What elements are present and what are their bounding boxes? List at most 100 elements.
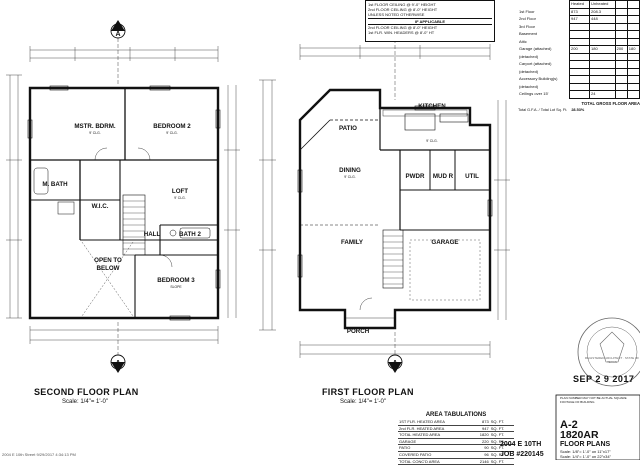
svg-text:A: A — [115, 360, 120, 367]
summary-cell: (detached) — [519, 53, 539, 59]
summary-cell — [569, 75, 591, 84]
summary-cell: 24 — [589, 90, 616, 99]
area-cell: SQ. FT. — [489, 431, 514, 439]
ceiling-note-3: 1st FLR. WIN. HEADERS @ 8'-0" HT — [368, 30, 435, 36]
room-dining: DINING — [339, 167, 361, 174]
ceiling-note-2b: 2nd FLOOR CEILING @ 8'-0" HEIGHT — [368, 24, 438, 30]
summary-cell — [626, 30, 640, 39]
ceiling-note-1: 1st FLOOR CEILING @ 9'-0" HEIGHT — [368, 2, 436, 7]
room-kitchen-ceiling: 9' CLG. — [426, 139, 437, 143]
first-floor-plan-title: FIRST FLOOR PLAN — [322, 387, 414, 397]
room-master-bedroom: MSTR. BDRM. — [74, 123, 116, 130]
first-floor-plan: PATIO KITCHEN 9' CLG. DINING 9' CLG. PWD… — [297, 15, 493, 405]
area-cell: 96 — [472, 451, 490, 459]
summary-header-cell — [518, 1, 570, 9]
area-cell: 1ST FLR. HEATED AREA — [398, 419, 473, 426]
second-floor-plan-scale: Scale: 1/4"= 1'-0" — [62, 399, 108, 405]
summary-row: (detached) — [518, 52, 640, 61]
room-bedroom-2: BEDROOM 2 — [153, 123, 191, 130]
summary-header-cell: Heated — [569, 0, 591, 9]
summary-cell — [614, 30, 628, 39]
summary-cell: (detached) — [519, 83, 539, 89]
summary-cell — [589, 82, 616, 91]
summary-cell — [569, 67, 591, 76]
room-utility: UTIL — [465, 173, 479, 180]
summary-cell: (detached) — [519, 68, 539, 74]
sheet-name: FLOOR PLANS — [560, 441, 611, 448]
plan-note: PLAN NUMBER MAY NOT BE ACTUAL SQUARE FOO… — [560, 396, 627, 404]
room-loft: LOFT — [172, 188, 188, 195]
print-footer: 2004 E 10th Street 9/29/2017 4:34:13 PM — [2, 452, 76, 457]
summary-cell — [589, 75, 616, 84]
area-cell: COVERED PATIO — [398, 451, 473, 459]
summary-cell — [589, 37, 616, 46]
section-marker-icon: A — [110, 322, 126, 373]
summary-row: Attic — [518, 37, 640, 46]
summary-cell — [614, 67, 628, 76]
seal-text: REGISTERED ARCHITECT · STATE OF TEXAS — [584, 356, 640, 364]
room-bedroom-3: BEDROOM 3 — [157, 277, 195, 284]
summary-cell — [614, 22, 628, 31]
summary-cell: Ceilings over 15' — [519, 91, 549, 96]
summary-cell: Accessory Building(s) — [519, 76, 558, 81]
room-open-below: BELOW — [96, 265, 119, 272]
job-address: 2004 E 10TH — [500, 441, 542, 448]
summary-cell: 448 — [589, 15, 616, 24]
summary-cell — [626, 60, 640, 69]
room-bath-2: BATH 2 — [179, 231, 201, 238]
summary-cell — [589, 30, 616, 39]
summary-cell — [614, 90, 628, 99]
area-cell: GARAGE — [398, 438, 473, 446]
summary-row: 3rd Floor — [518, 22, 640, 31]
summary-cell — [569, 82, 591, 91]
area-cell: SQ. FT. — [489, 419, 514, 426]
architect-seal-icon — [577, 317, 640, 387]
area-cell: 873 — [472, 419, 490, 426]
total-gross-floor-area-label: TOTAL GROSS FLOOR AREA — [581, 100, 640, 106]
summary-cell — [626, 67, 640, 76]
summary-row: Accessory Building(s) — [518, 75, 640, 84]
summary-cell: 2nd Floor — [519, 16, 536, 21]
room-dining-ceiling: 9' CLG. — [344, 175, 355, 179]
sheet-number: A-2 — [560, 419, 578, 431]
summary-cell: 200 — [569, 45, 591, 54]
summary-cell: 1st Floor — [519, 8, 535, 14]
summary-row: (detached) — [518, 67, 640, 76]
second-floor-plan: MSTR. BDRM. 9' CLG. BEDROOM 2 9' CLG. M.… — [27, 20, 221, 405]
summary-cell: 3rd Floor — [519, 23, 536, 29]
summary-cell — [569, 22, 591, 31]
area-cell: PATIO — [398, 444, 473, 452]
area-cell: 90 — [472, 444, 490, 452]
room-kitchen: KITCHEN — [418, 103, 446, 110]
area-cell: SQ. FT. — [489, 451, 514, 459]
summary-cell — [626, 37, 640, 46]
summary-cell — [626, 90, 640, 99]
summary-cell: 180 — [589, 45, 616, 54]
summary-cell — [626, 7, 640, 16]
summary-cell — [626, 82, 640, 91]
summary-cell: 180 — [626, 45, 640, 54]
summary-cell — [569, 90, 591, 99]
section-marker-icon: A — [387, 332, 403, 373]
room-bedroom-2-ceiling: 9' CLG. — [166, 131, 177, 135]
summary-cell — [614, 52, 628, 61]
summary-cell — [569, 30, 591, 39]
summary-cell — [569, 37, 591, 46]
if-applicable-label: IF APPLICABLE — [368, 17, 492, 25]
room-bedroom-3-slope: SLOPE — [170, 285, 182, 289]
room-hall: HALL — [144, 231, 161, 238]
summary-cell — [589, 52, 616, 61]
summary-cell: Carport (attached) — [519, 61, 552, 66]
area-tabulations-title: AREA TABULATIONS — [425, 412, 487, 418]
summary-cell — [626, 52, 640, 61]
svg-text:A: A — [115, 31, 120, 38]
